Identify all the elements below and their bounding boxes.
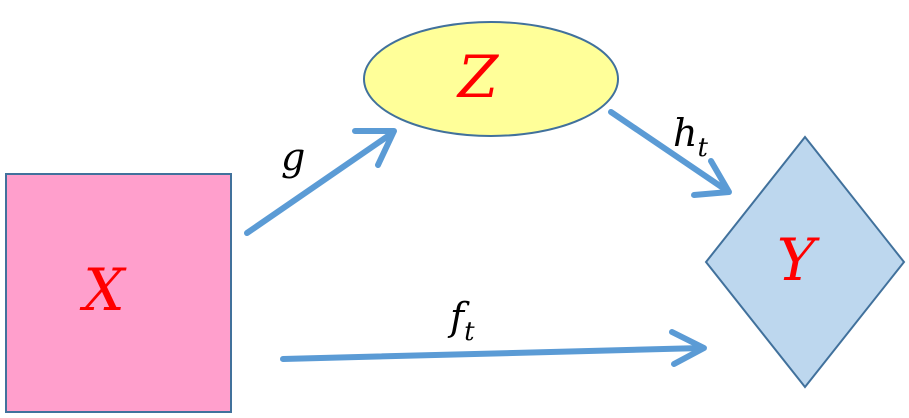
node-z: Z xyxy=(363,21,619,137)
edge-z-to-y-arrowhead xyxy=(691,158,732,198)
edge-z-to-y-subscript: t xyxy=(697,133,708,163)
edge-x-to-y: ft xyxy=(280,295,707,367)
edge-x-to-y-arrowhead xyxy=(669,329,707,367)
node-y-diamond xyxy=(704,135,906,389)
edge-x-to-y-label-group: ft xyxy=(447,295,475,347)
edge-x-to-z-label: g xyxy=(281,135,305,179)
node-x-box xyxy=(5,173,232,413)
edge-z-to-y-line xyxy=(608,109,729,193)
edge-x-to-y-subscript: t xyxy=(464,317,475,347)
edge-z-to-y-label-group: ht xyxy=(673,111,708,163)
node-z-label: Z xyxy=(456,43,500,111)
node-y-label: Y xyxy=(777,226,820,294)
node-x: X xyxy=(5,173,232,413)
edge-x-to-z-arrowhead xyxy=(352,128,397,168)
edge-x-to-z: g xyxy=(244,128,397,236)
node-x-label: X xyxy=(79,256,127,324)
node-y: Y xyxy=(704,135,906,389)
edge-x-to-z-line xyxy=(244,133,391,236)
node-z-ellipse xyxy=(363,21,619,137)
edge-x-to-y-line xyxy=(280,345,705,362)
edge-z-to-y-label: h xyxy=(673,111,697,155)
edge-z-to-y: ht xyxy=(608,109,732,198)
